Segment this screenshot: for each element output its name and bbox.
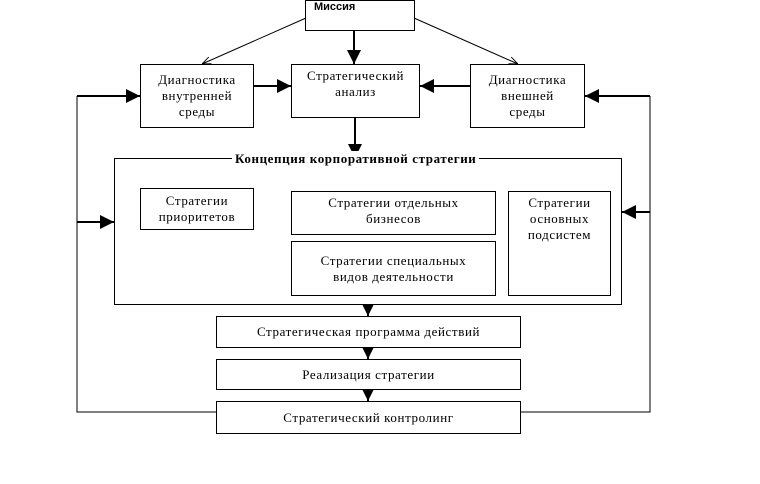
business-strategies-box: Стратегии отдельных бизнесов — [291, 191, 496, 235]
arrow-mission-to-internal — [202, 17, 307, 64]
left-feedback-loop — [76, 96, 216, 413]
core-subsystems-strategies-box: Стратегии основных подсистем — [508, 191, 611, 296]
internal-diagnostics-box: Диагностика внутренней среды — [140, 64, 254, 128]
special-activities-strategies-box: Стратегии специальных видов деятельности — [291, 241, 496, 296]
priorities-strategy-box: Стратегии приоритетов — [140, 188, 254, 230]
mission-box: Миссия — [305, 0, 415, 31]
strategic-controlling-box: Стратегический контролинг — [216, 401, 521, 434]
concept-title: Концепция корпоративной стратегии — [232, 151, 480, 167]
external-diagnostics-box: Диагностика внешней среды — [470, 64, 585, 128]
strategic-action-program-box: Стратегическая программа действий — [216, 316, 521, 348]
strategic-analysis-box: Стратегический анализ — [291, 64, 420, 118]
arrow-mission-to-external — [413, 17, 518, 64]
right-feedback-loop — [521, 96, 651, 413]
strategy-implementation-box: Реализация стратегии — [216, 359, 521, 390]
